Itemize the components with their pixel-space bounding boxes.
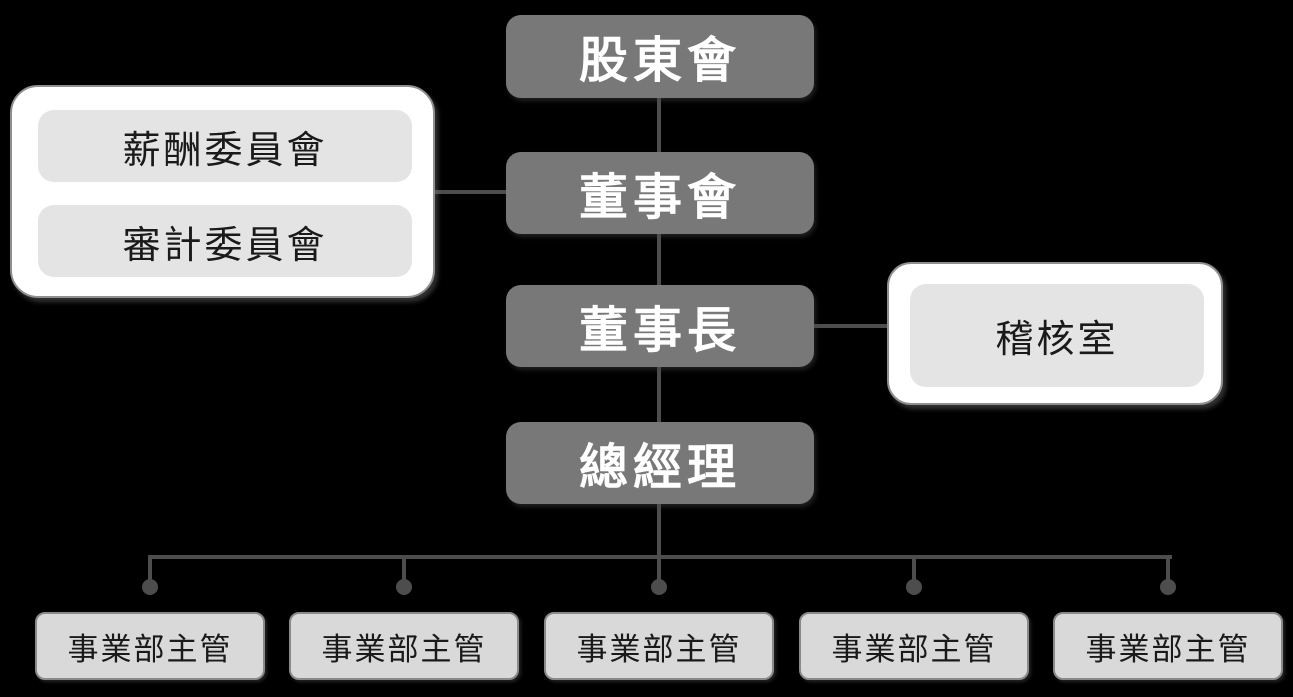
node-business-unit-manager-2: 事業部主管 bbox=[289, 612, 519, 680]
business-unit-3-label: 事業部主管 bbox=[576, 631, 742, 667]
node-general-manager: 總經理 bbox=[506, 422, 814, 504]
node-board-label: 董事會 bbox=[578, 170, 741, 225]
audit-office-label: 稽核室 bbox=[995, 319, 1119, 361]
node-chairman: 董事長 bbox=[506, 285, 814, 367]
connector-dot-3 bbox=[651, 579, 667, 595]
node-audit-office: 稽核室 bbox=[910, 284, 1204, 387]
node-compensation-committee: 薪酬委員會 bbox=[38, 110, 412, 182]
connector-drop-3 bbox=[657, 555, 661, 582]
node-shareholders-label: 股東會 bbox=[578, 34, 741, 88]
node-gm-label: 總經理 bbox=[578, 440, 741, 495]
node-business-unit-manager-4: 事業部主管 bbox=[799, 612, 1029, 680]
connector-dot-2 bbox=[396, 579, 412, 595]
business-unit-5-label: 事業部主管 bbox=[1085, 631, 1251, 667]
connector-dot-5 bbox=[1160, 579, 1176, 595]
business-unit-1-label: 事業部主管 bbox=[67, 631, 233, 667]
connector-drop-2 bbox=[402, 555, 406, 582]
business-unit-4-label: 事業部主管 bbox=[831, 631, 997, 667]
connector-chairman-gm bbox=[657, 366, 661, 423]
node-shareholders-meeting: 股東會 bbox=[506, 15, 814, 98]
compensation-committee-label: 薪酬委員會 bbox=[122, 129, 328, 172]
node-board-of-directors: 董事會 bbox=[506, 152, 814, 234]
connector-drop-5 bbox=[1166, 555, 1170, 582]
connector-shareholders-board bbox=[657, 97, 661, 153]
panel-board-committees: 薪酬委員會 審計委員會 bbox=[10, 85, 435, 298]
connector-gm-bottom bbox=[657, 503, 661, 557]
connector-drop-1 bbox=[148, 555, 152, 582]
connector-board-chairman bbox=[657, 233, 661, 286]
node-business-unit-manager-1: 事業部主管 bbox=[35, 612, 265, 680]
business-unit-2-label: 事業部主管 bbox=[321, 631, 487, 667]
connector-dot-4 bbox=[906, 579, 922, 595]
connector-committees-board bbox=[434, 190, 507, 194]
connector-dot-1 bbox=[142, 579, 158, 595]
connector-drop-4 bbox=[912, 555, 916, 582]
panel-audit-office: 稽核室 bbox=[887, 262, 1223, 405]
node-business-unit-manager-3: 事業部主管 bbox=[544, 612, 774, 680]
node-audit-committee: 審計委員會 bbox=[38, 205, 412, 277]
node-business-unit-manager-5: 事業部主管 bbox=[1053, 612, 1283, 680]
audit-committee-label: 審計委員會 bbox=[122, 224, 328, 267]
connector-chairman-auditoffice bbox=[813, 324, 888, 328]
node-chairman-label: 董事長 bbox=[578, 303, 741, 358]
